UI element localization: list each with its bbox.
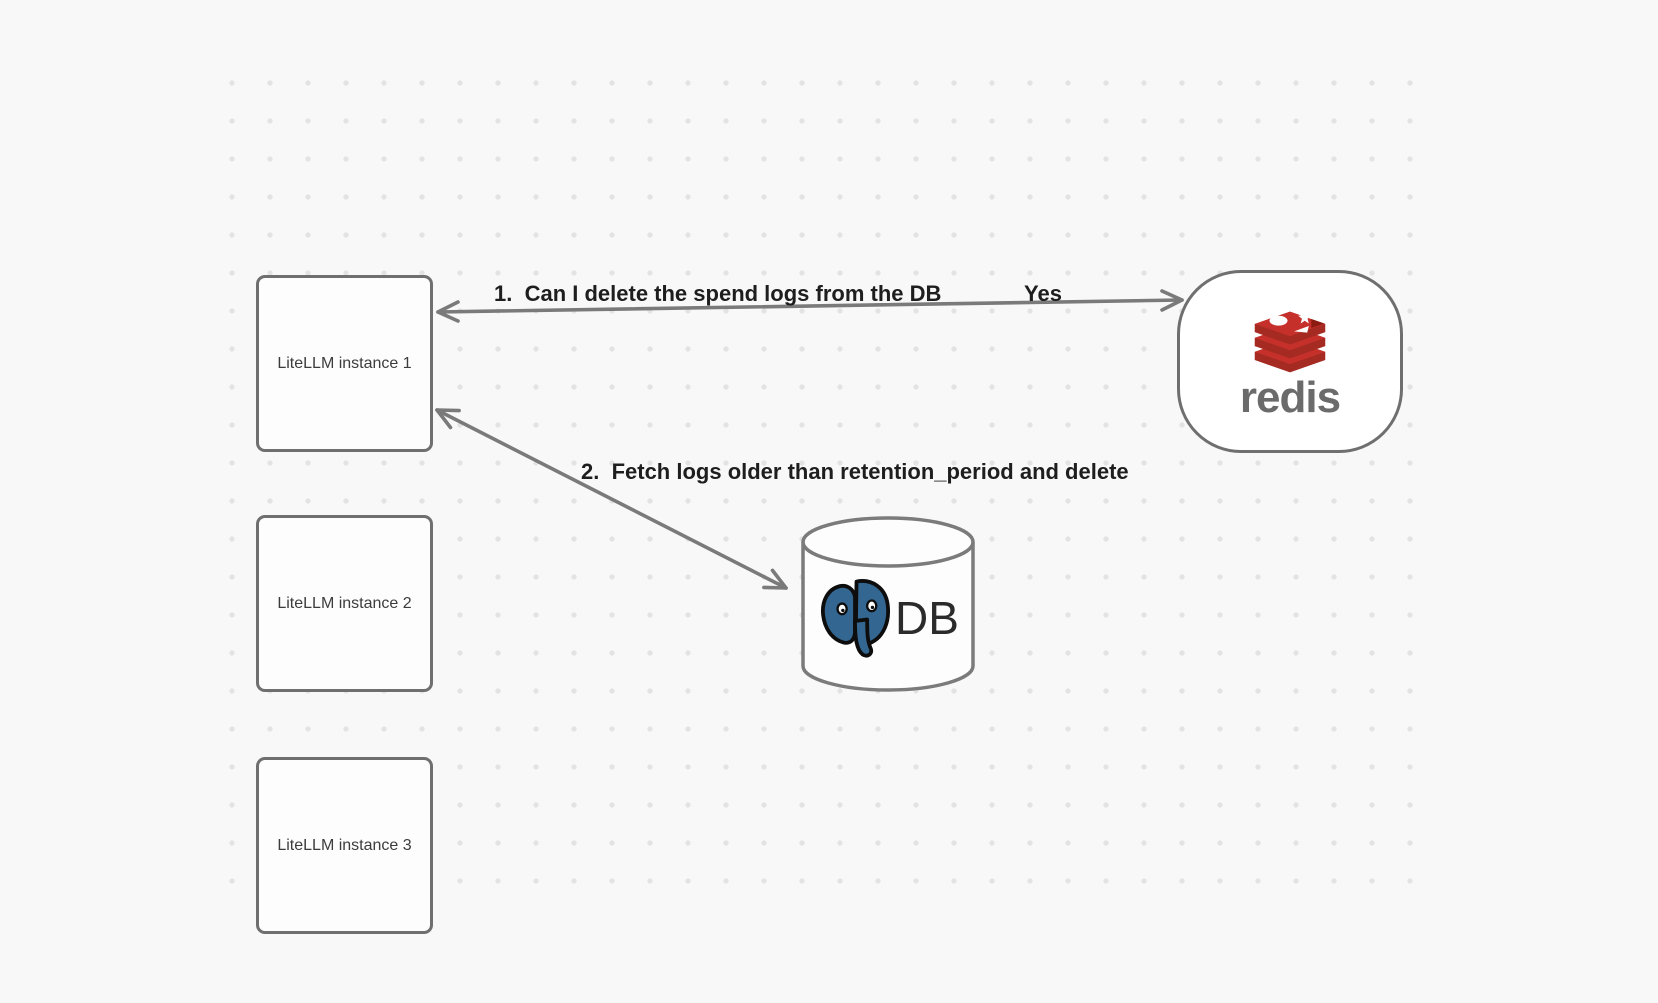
node-litellm-instance-2[interactable]: LiteLLM instance 2 (256, 515, 433, 692)
database-content: DB (807, 570, 969, 666)
node-litellm-instance-1-label: LiteLLM instance 1 (277, 354, 412, 372)
arrow-instance1-db[interactable] (435, 408, 788, 590)
edge-label-fetch-logs[interactable]: 2. Fetch logs older than retention_perio… (581, 459, 1129, 484)
node-redis[interactable]: redis (1177, 270, 1403, 453)
node-litellm-instance-3-label: LiteLLM instance 3 (277, 836, 412, 854)
redis-stack-icon (1254, 310, 1326, 372)
edge-label-delete-spend-logs[interactable]: 1. Can I delete the spend logs from the … (494, 281, 942, 306)
node-database[interactable]: DB (799, 514, 977, 694)
database-label: DB (895, 592, 959, 644)
node-litellm-instance-1[interactable]: LiteLLM instance 1 (256, 275, 433, 452)
node-litellm-instance-2-label: LiteLLM instance 2 (277, 594, 412, 612)
redis-wordmark: redis (1239, 372, 1341, 422)
node-litellm-instance-3[interactable]: LiteLLM instance 3 (256, 757, 433, 934)
edge-response-yes[interactable]: Yes (1024, 281, 1062, 306)
postgresql-elephant-icon (821, 579, 891, 658)
arrow-instance1-redis[interactable] (436, 289, 1184, 323)
